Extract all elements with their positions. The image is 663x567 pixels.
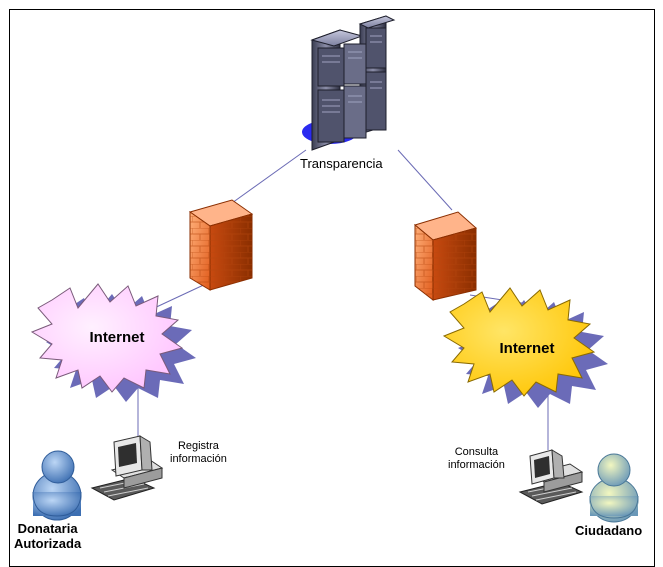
desktop-computer-icon — [90, 435, 164, 501]
server-rack-icon — [302, 15, 396, 151]
person-green-icon — [589, 453, 639, 523]
connector-server-left — [224, 149, 307, 209]
person-left-label: Donataria Autorizada — [14, 521, 82, 551]
cloud-right-label: Internet — [499, 340, 554, 357]
server-label: Transparencia — [300, 156, 383, 171]
person-right-label: Ciudadano — [575, 523, 643, 538]
desktop-computer-icon — [518, 449, 584, 505]
person-blue-icon — [32, 450, 82, 521]
firewall-brick-icon — [188, 199, 254, 291]
connector-server-right — [397, 149, 453, 211]
pc-left-note: Registra información — [170, 440, 227, 465]
internet-cloud-right — [442, 287, 608, 408]
pc-right-note: Consulta información — [448, 446, 505, 471]
cloud-left-label: Internet — [89, 329, 144, 346]
connectors — [137, 149, 549, 450]
firewall-brick-icon — [413, 211, 478, 302]
internet-cloud-left — [30, 283, 196, 402]
